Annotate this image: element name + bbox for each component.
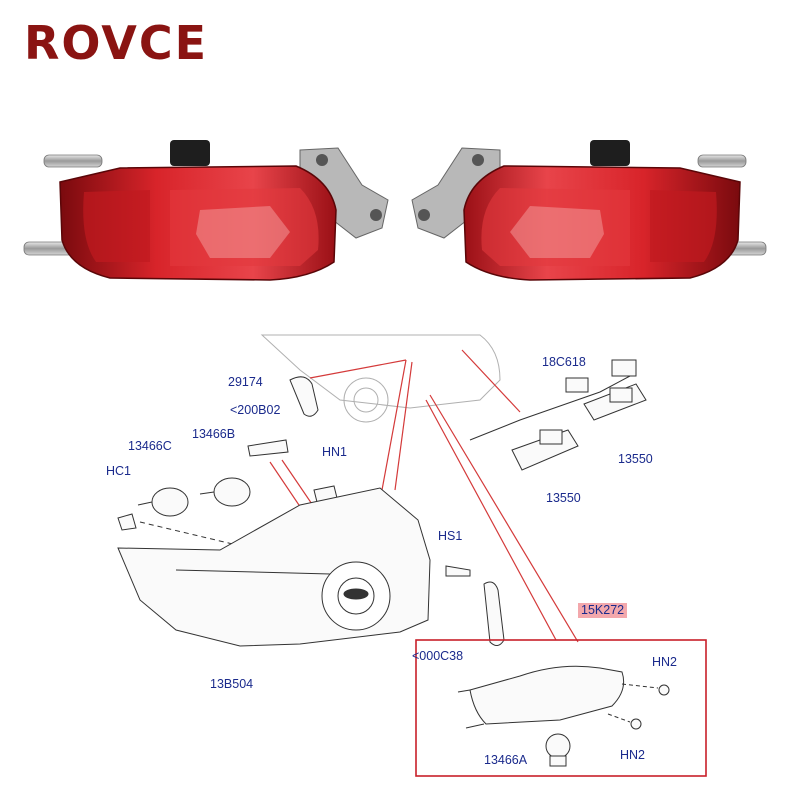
part-label-15k272-highlighted: 15K272 [578, 603, 628, 618]
part-label-13550-right: 13550 [618, 452, 653, 466]
part-label-13550-left: 13550 [546, 491, 581, 505]
part-label-hn1: HN1 [322, 445, 348, 459]
part-label-13466a: 13466A [484, 753, 528, 767]
part-label-13466c: 13466C [128, 439, 172, 453]
left-reflector-lamp-photo [23, 140, 389, 281]
part-label-000c38: <000C38 [412, 649, 464, 663]
part-label-13b504: 13B504 [210, 677, 254, 691]
part-label-29174: 29174 [228, 375, 263, 389]
brand-logo: ROVCE [24, 16, 209, 70]
part-label-hn2-bottom: HN2 [620, 748, 646, 762]
exploded-parts-diagram [117, 334, 707, 777]
part-label-hs1: HS1 [438, 529, 463, 543]
part-label-18c618: 18C618 [542, 355, 586, 369]
part-label-hn2-top: HN2 [652, 655, 678, 669]
part-label-200b02: <200B02 [230, 403, 281, 417]
part-label-hc1: HC1 [106, 464, 132, 478]
part-label-13466b: 13466B [192, 427, 236, 441]
right-reflector-lamp-photo [411, 140, 767, 281]
